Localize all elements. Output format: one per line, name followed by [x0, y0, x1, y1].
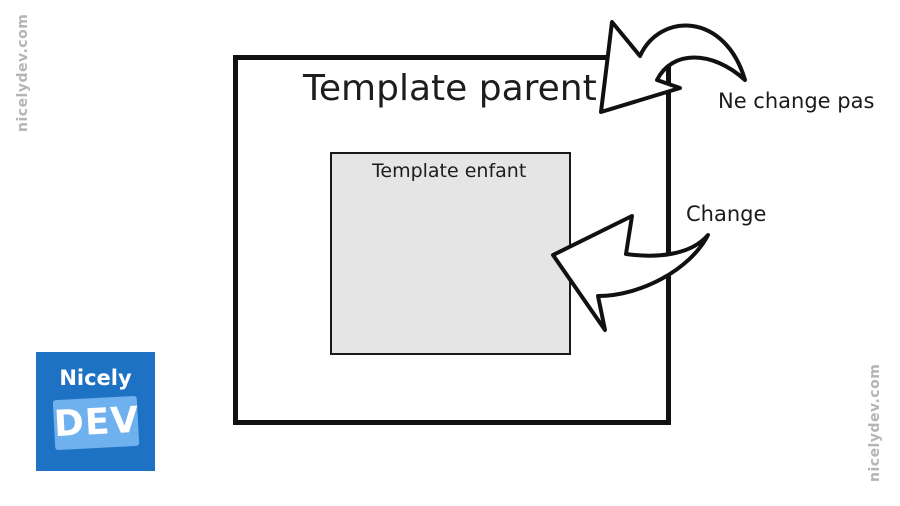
- child-template-title: Template enfant: [372, 160, 527, 182]
- logo-bottom-text: DEV: [52, 395, 140, 451]
- arrow-no-change-icon: [599, 20, 747, 114]
- no-change-label: Ne change pas: [718, 89, 875, 113]
- logo-top-text: Nicely: [59, 366, 132, 390]
- child-template-box: [330, 152, 571, 355]
- parent-template-title: Template parent: [303, 68, 597, 109]
- nicelydev-logo: Nicely DEV: [36, 352, 155, 471]
- arrow-change-icon: [551, 214, 710, 332]
- change-label: Change: [686, 202, 767, 226]
